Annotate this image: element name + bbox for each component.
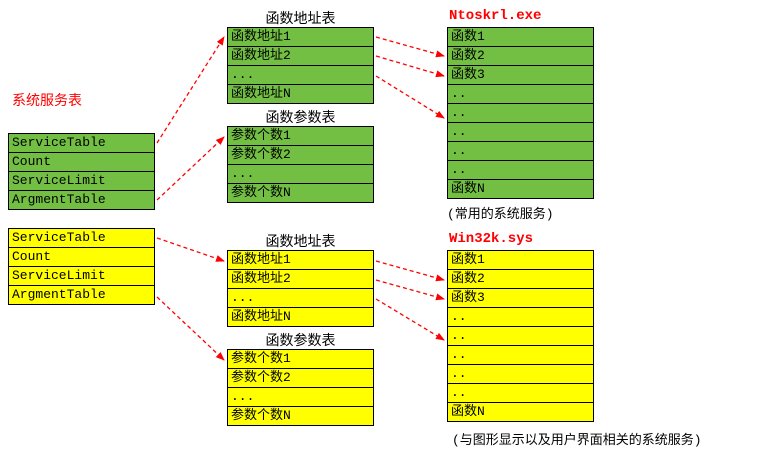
arrow-argmenttable-green-to-param: [156, 136, 225, 201]
table-row: 函数1: [447, 250, 594, 270]
arrow-addrdots-yellow-to-func: [375, 298, 445, 341]
table-row: 函数2: [447, 46, 594, 66]
table-row: ServiceTable: [8, 228, 155, 248]
ntoskrnl-caption: (常用的系统服务): [447, 207, 554, 222]
table-row: ..: [447, 84, 594, 104]
table-row: ServiceTable: [8, 133, 155, 153]
table-row: 参数个数1: [227, 126, 374, 146]
table-row: ..: [447, 160, 594, 180]
table-row: ..: [447, 364, 594, 384]
table-row: 参数个数1: [227, 349, 374, 369]
table-row: ServiceLimit: [8, 266, 155, 286]
table-row: 函数3: [447, 65, 594, 85]
table-row: 函数地址1: [227, 250, 374, 270]
table-row: Count: [8, 247, 155, 267]
table-row: ..: [447, 326, 594, 346]
table-row: ..: [447, 345, 594, 365]
table-row: ...: [227, 65, 374, 85]
table-row: 参数个数N: [227, 406, 374, 426]
arrow-addrdots-green-to-func: [375, 75, 445, 119]
win32k-caption: (与图形显示以及用户界面相关的系统服务): [452, 433, 702, 448]
table-row: 函数1: [447, 27, 594, 47]
win32k-title: Win32k.sys: [449, 231, 534, 247]
arrow-addr1-yellow-to-func: [375, 260, 445, 282]
addr-table-yellow-title: 函数地址表: [265, 235, 336, 251]
table-row: ServiceLimit: [8, 171, 155, 191]
arrow-addr2-yellow-to-func: [375, 279, 445, 301]
table-row: ..: [447, 141, 594, 161]
table-row: 函数地址2: [227, 46, 374, 66]
arrow-addr2-green-to-func: [375, 55, 445, 78]
table-row: ..: [447, 307, 594, 327]
table-row: 函数3: [447, 288, 594, 308]
table-row: 函数2: [447, 269, 594, 289]
arrow-servicetable-green-to-addr: [156, 36, 225, 144]
arrow-servicetable-yellow-to-addr: [156, 237, 225, 262]
arrow-argmenttable-yellow-to-param: [156, 296, 225, 361]
table-row: 参数个数N: [227, 183, 374, 203]
param-table-yellow-title: 函数参数表: [265, 334, 336, 350]
table-row: ..: [447, 103, 594, 123]
table-row: ...: [227, 387, 374, 407]
arrow-addr1-green-to-func: [375, 36, 445, 58]
table-row: ..: [447, 383, 594, 403]
table-row: 函数地址N: [227, 307, 374, 327]
system-service-table-label: 系统服务表: [12, 94, 82, 110]
table-row: ArgmentTable: [8, 190, 155, 210]
table-row: ..: [447, 122, 594, 142]
table-row: 函数地址N: [227, 84, 374, 104]
table-row: 参数个数2: [227, 368, 374, 388]
ntoskrnl-title: Ntoskrl.exe: [449, 8, 542, 24]
table-row: 函数地址2: [227, 269, 374, 289]
table-row: ...: [227, 164, 374, 184]
table-row: 函数地址1: [227, 27, 374, 47]
table-row: 函数N: [447, 179, 594, 199]
table-row: Count: [8, 152, 155, 172]
table-row: ...: [227, 288, 374, 308]
addr-table-green-title: 函数地址表: [265, 12, 336, 28]
param-table-green-title: 函数参数表: [265, 111, 336, 127]
table-row: ArgmentTable: [8, 285, 155, 305]
table-row: 函数N: [447, 402, 594, 422]
table-row: 参数个数2: [227, 145, 374, 165]
